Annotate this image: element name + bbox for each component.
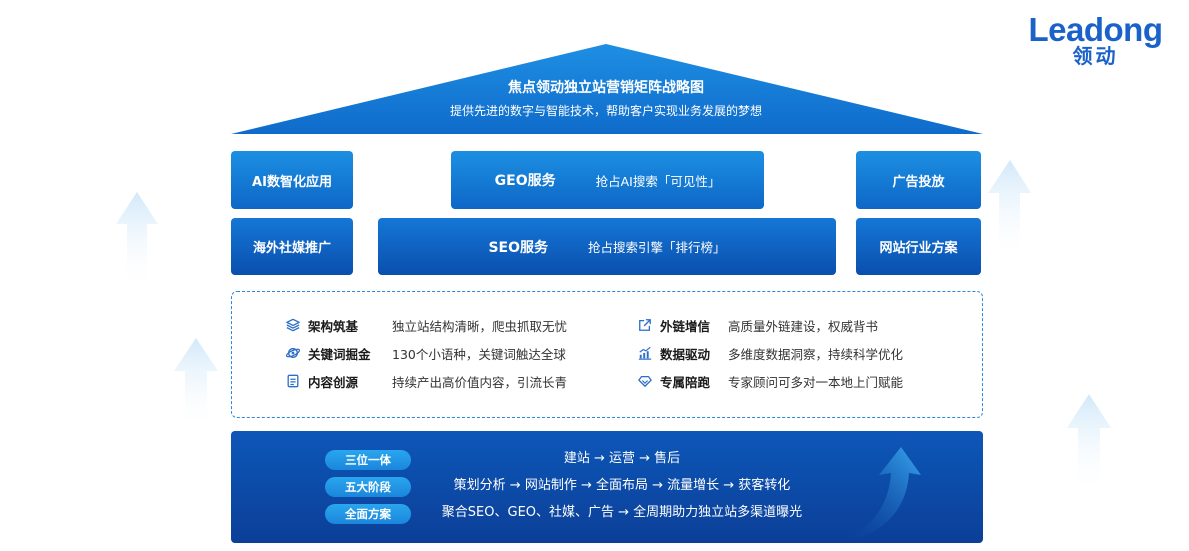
feature-desc: 高质量外链建设，权威背书: [728, 318, 879, 334]
feature-desc: 独立站结构清晰，爬虫抓取无忧: [392, 318, 568, 334]
feature-title: 内容创源: [308, 374, 359, 390]
logo-chinese: 领动: [1072, 44, 1119, 68]
layers-icon: [286, 318, 300, 332]
features-panel: 架构筑基 独立站结构清晰，爬虫抓取无忧 关键词掘金 130个小语种，关键词触达全…: [231, 291, 983, 418]
feature-item: 专属陪跑 专家顾问可多对一本地上门赋能: [638, 370, 903, 392]
service-seo-title: SEO服务: [488, 239, 549, 256]
bar-chart-icon: [638, 346, 652, 360]
service-geo-desc: 抢占AI搜索「可见性」: [595, 173, 721, 189]
service-social-label: 海外社媒推广: [252, 241, 331, 256]
base-label-pill: 五大阶段: [325, 477, 411, 497]
feature-desc: 专家顾问可多对一本地上门赋能: [728, 374, 904, 390]
globe-icon: [286, 347, 300, 359]
roof-title: 焦点领动独立站营销矩阵战略图: [508, 80, 704, 96]
up-arrow-icon: [174, 338, 218, 432]
feature-title: 关键词掘金: [308, 346, 371, 362]
base-row-text: 建站 → 运营 → 售后: [563, 451, 681, 466]
service-geo-title: GEO服务: [494, 173, 556, 189]
service-seo-box: SEO服务 抢占搜索引擎「排行榜」: [378, 218, 836, 275]
feature-item: 数据驱动 多维度数据洞察，持续科学优化: [638, 342, 903, 364]
service-ai-label: AI数智化应用: [252, 174, 332, 190]
feature-item: 内容创源 持续产出高价值内容，引流长青: [286, 370, 567, 392]
external-link-icon: [639, 319, 651, 331]
feature-desc: 持续产出高价值内容，引流长青: [392, 374, 568, 390]
feature-item: 架构筑基 独立站结构清晰，爬虫抓取无忧: [286, 314, 567, 336]
service-ads-box: 广告投放: [856, 151, 981, 209]
feature-item: 关键词掘金 130个小语种，关键词触达全球: [286, 342, 566, 364]
document-icon: [287, 374, 299, 388]
base-row-text: 聚合SEO、GEO、社媒、广告 → 全周期助力独立站多渠道曝光: [441, 505, 803, 520]
diamond-icon: [638, 375, 652, 387]
feature-item: 外链增信 高质量外链建设，权威背书: [638, 314, 878, 336]
service-social-box: 海外社媒推广: [231, 218, 353, 275]
logo-wordmark: Leadong: [1028, 11, 1164, 48]
service-industry-label: 网站行业方案: [879, 241, 958, 256]
feature-title: 专属陪跑: [660, 374, 711, 390]
feature-title: 架构筑基: [308, 318, 359, 334]
growth-arrow-icon: [839, 447, 921, 541]
service-seo-desc: 抢占搜索引擎「排行榜」: [588, 240, 726, 255]
up-arrow-icon: [988, 160, 1031, 262]
roof-subtitle: 提供先进的数字与智能技术，帮助客户实现业务发展的梦想: [449, 104, 762, 118]
up-arrow-icon: [116, 192, 158, 292]
feature-title: 外链增信: [660, 318, 711, 334]
foundation-panel: 三位一体 五大阶段 全面方案 建站 → 运营 → 售后 策划分析 → 网站制作 …: [231, 431, 983, 543]
service-ads-label: 广告投放: [892, 174, 945, 190]
service-geo-box: GEO服务 抢占AI搜索「可见性」: [451, 151, 764, 209]
base-label-pill: 三位一体: [325, 450, 411, 470]
feature-desc: 130个小语种，关键词触达全球: [392, 346, 566, 362]
service-ai-box: AI数智化应用: [231, 151, 353, 209]
roof-shape: [231, 44, 983, 134]
service-industry-box: 网站行业方案: [856, 218, 981, 275]
base-label-pill: 全面方案: [325, 504, 411, 524]
feature-title: 数据驱动: [660, 346, 711, 362]
up-arrow-icon: [1067, 394, 1111, 495]
feature-desc: 多维度数据洞察，持续科学优化: [728, 346, 904, 362]
base-row-text: 策划分析 → 网站制作 → 全面布局 → 流量增长 → 获客转化: [453, 478, 791, 493]
